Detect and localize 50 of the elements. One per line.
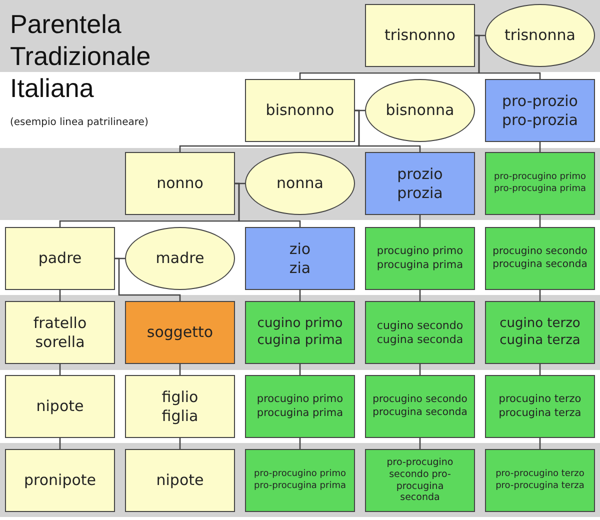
connector-line <box>59 438 61 449</box>
connector-line <box>59 290 61 301</box>
kinship-box: figlio figlia <box>125 375 235 438</box>
connector-line <box>419 438 421 449</box>
kinship-box: procugino secondo procugina seconda <box>365 375 475 438</box>
kinship-box: zio zia <box>245 227 355 290</box>
connector-line <box>115 258 181 301</box>
kinship-box: procugino primo procugina prima <box>245 375 355 438</box>
kinship-box: pro-procugino terzo pro-procugina terza <box>485 449 595 512</box>
kinship-box: bisnonno <box>245 79 355 142</box>
connector-line <box>419 215 421 227</box>
kinship-box: prozio prozia <box>365 152 475 215</box>
connector-line <box>539 364 541 375</box>
connector-line <box>419 290 421 301</box>
kinship-box: pro-procugino primo pro-procugina prima <box>245 449 355 512</box>
kinship-box: procugino primo procugina prima <box>365 227 475 290</box>
connector-line <box>299 438 301 449</box>
connector-line <box>539 142 541 152</box>
connector-line <box>235 182 301 227</box>
connector-line <box>539 290 541 301</box>
kinship-box: pronipote <box>5 449 115 512</box>
kinship-box: pro-procugino secondo pro-procugina seconda <box>365 449 475 512</box>
subtitle-note: (esempio linea patrilineare) <box>10 117 148 128</box>
connector-line <box>419 364 421 375</box>
connector-line <box>539 215 541 227</box>
connector-line <box>179 364 181 375</box>
kinship-box: padre <box>5 227 115 290</box>
kinship-box: cugino terzo cugina terza <box>485 301 595 364</box>
connector-line <box>179 438 181 449</box>
connector-line <box>299 364 301 375</box>
kinship-box: nipote <box>5 375 115 438</box>
connector-line <box>59 364 61 375</box>
connector-line <box>355 110 421 152</box>
diagram-title: Parentela Tradizionale Italiana <box>10 8 152 104</box>
kinship-box: nonno <box>125 152 235 215</box>
kinship-box: procugino terzo procugina terza <box>485 375 595 438</box>
kinship-box: procugino secondo procugina seconda <box>485 227 595 290</box>
kinship-box: pro-prozio pro-prozia <box>485 79 595 142</box>
kinship-box: fratello sorella <box>5 301 115 364</box>
connector-line <box>539 438 541 449</box>
kinship-box: nipote <box>125 449 235 512</box>
kinship-ellipse: madre <box>125 227 235 290</box>
kinship-box: soggetto <box>125 301 235 364</box>
kinship-box: cugino primo cugina prima <box>245 301 355 364</box>
kinship-ellipse: bisnonna <box>365 79 475 142</box>
connector-line <box>299 290 301 301</box>
kinship-box: cugino secondo cugina seconda <box>365 301 475 364</box>
kinship-box: pro-procugino primo pro-procugina prima <box>485 152 595 215</box>
kinship-box: trisnonno <box>365 4 475 67</box>
connector-line <box>475 34 541 79</box>
